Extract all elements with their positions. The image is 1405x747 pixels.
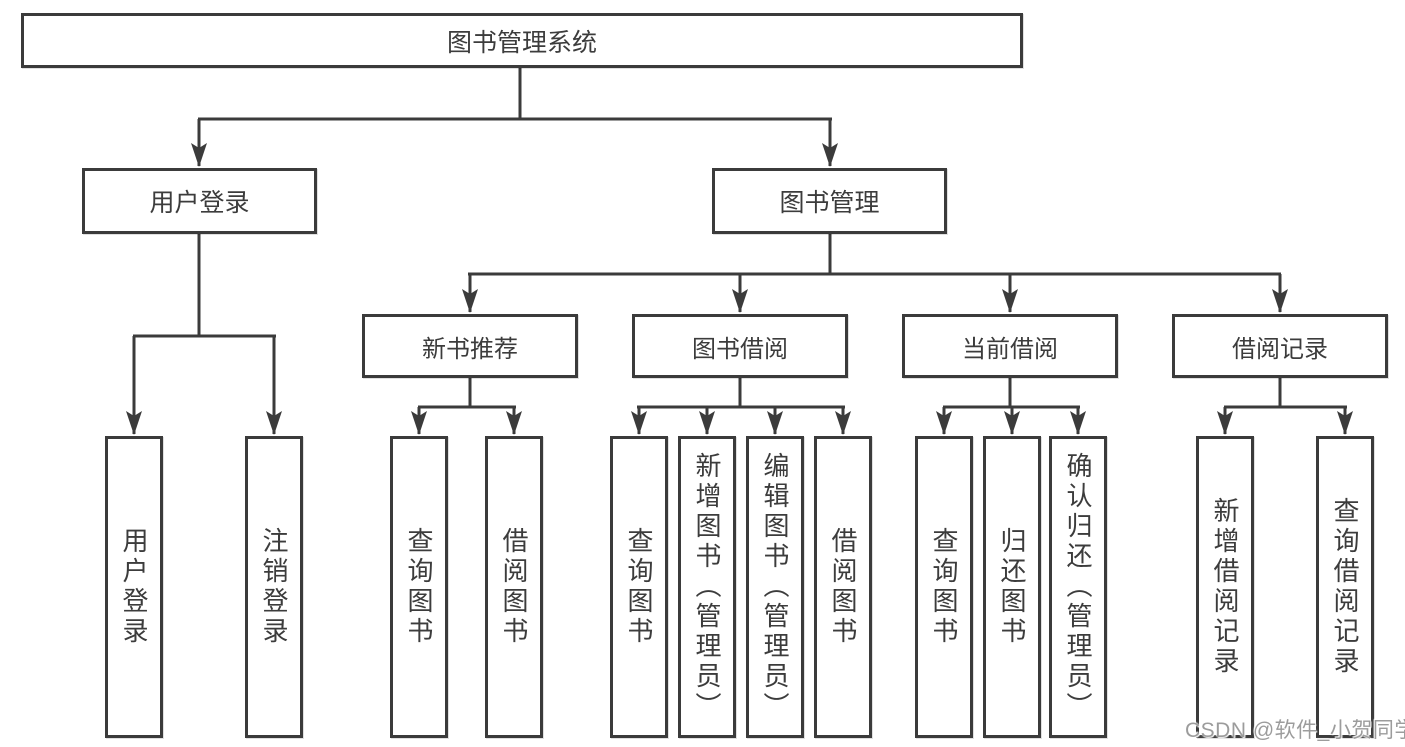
leaf-logout: 注销登录: [245, 436, 303, 738]
leaf-borrow-books-recommend: 借阅图书: [485, 436, 543, 738]
csdn-watermark: CSDN @软件_小贺同学: [1185, 719, 1405, 742]
leaf-query-borrow-record: 查询借阅记录: [1316, 436, 1374, 738]
connector-segments: [133, 68, 1347, 409]
node-book-management: 图书管理: [712, 168, 947, 234]
leaf-add-borrow-record: 新增借阅记录: [1196, 436, 1254, 738]
leaf-user-login: 用户登录: [105, 436, 163, 738]
leaf-borrow-books: 借阅图书: [814, 436, 872, 738]
node-user-login: 用户登录: [82, 168, 317, 234]
leaf-query-books-recommend: 查询图书: [390, 436, 448, 738]
leaf-label: 借阅图书: [499, 527, 529, 647]
leaf-label: 用户登录: [119, 527, 149, 647]
leaf-label: 查询图书: [624, 527, 654, 647]
node-borrowing-records: 借阅记录: [1172, 314, 1388, 378]
node-current-borrowing: 当前借阅: [902, 314, 1118, 378]
node-new-book-recommendation: 新书推荐: [362, 314, 578, 378]
leaf-label: 确认归还（管理员）: [1063, 452, 1093, 722]
connector-arrows: [126, 119, 1353, 435]
leaf-confirm-return-admin: 确认归还（管理员）: [1049, 436, 1107, 738]
leaf-edit-books-admin: 编辑图书（管理员）: [746, 436, 804, 738]
leaf-label: 查询图书: [404, 527, 434, 647]
leaf-query-books-current: 查询图书: [915, 436, 973, 738]
leaf-query-books-borrowing: 查询图书: [610, 436, 668, 738]
leaf-label: 新增借阅记录: [1210, 497, 1240, 677]
leaf-label: 编辑图书（管理员）: [760, 452, 790, 722]
leaf-return-books: 归还图书: [983, 436, 1041, 738]
leaf-label: 归还图书: [997, 527, 1027, 647]
leaf-label: 新增图书（管理员）: [692, 452, 722, 722]
leaf-label: 借阅图书: [828, 527, 858, 647]
node-library-management-system: 图书管理系统: [21, 13, 1023, 68]
leaf-label: 查询借阅记录: [1330, 497, 1360, 677]
leaf-label: 查询图书: [929, 527, 959, 647]
leaf-label: 注销登录: [259, 527, 289, 647]
node-book-borrowing: 图书借阅: [632, 314, 848, 378]
leaf-add-books-admin: 新增图书（管理员）: [678, 436, 736, 738]
